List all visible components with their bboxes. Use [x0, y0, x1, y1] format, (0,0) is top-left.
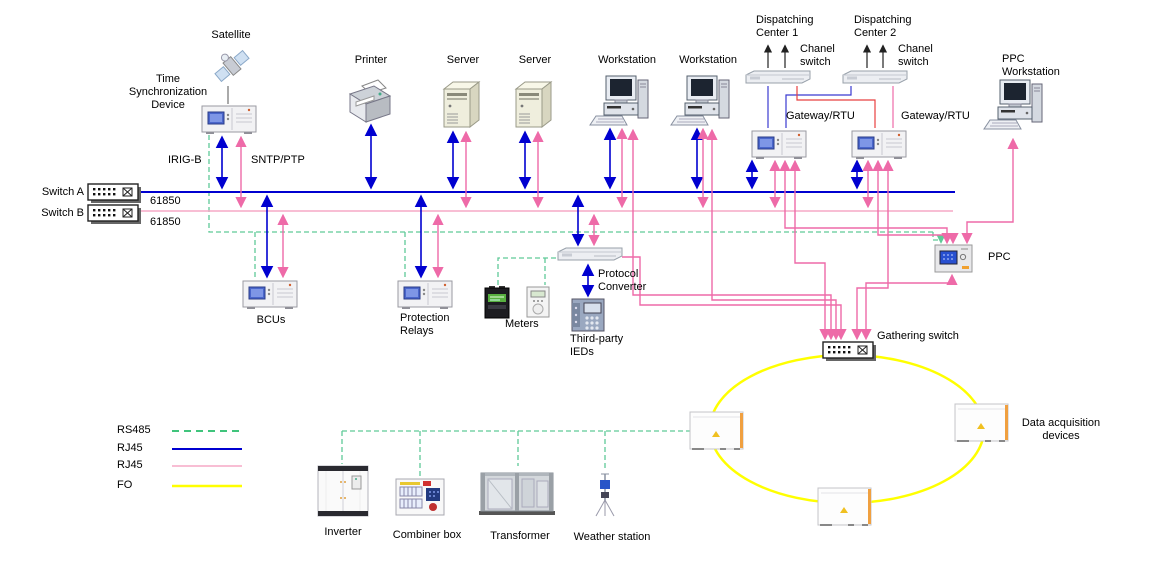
server2-icon: [515, 81, 552, 128]
workstation2-label: Workstation: [679, 54, 737, 66]
protection-relays-icon: [397, 280, 453, 310]
printer-icon: [349, 79, 391, 123]
server1-label: Server: [446, 54, 480, 66]
workstation1-icon: [589, 75, 649, 126]
legend-item-rj45-blue: RJ45: [117, 442, 143, 454]
workstation1-label: Workstation: [598, 54, 656, 66]
data-acquisition-label: Data acquisition devices: [1021, 417, 1101, 442]
rs485-ppc-link: [932, 232, 946, 244]
chanel-switch1-icon: [745, 70, 811, 84]
meter-dark-icon: [484, 285, 510, 319]
combiner-box-icon: [395, 478, 445, 516]
ppc-label: PPC: [988, 251, 1011, 263]
inverter-label: Inverter: [324, 526, 362, 538]
switch-a-label: Switch A: [41, 186, 84, 198]
transformer-label: Transformer: [490, 530, 550, 542]
gw2-ppc-link: [872, 159, 959, 245]
ppc-icon: [934, 244, 973, 273]
switch-a-icon: [87, 183, 142, 204]
switch-b-icon: [87, 204, 142, 225]
satellite-label: Satellite: [211, 29, 251, 41]
bus-a-protocol-label: 61850: [150, 195, 181, 207]
gateway2-label: Gateway/RTU: [901, 110, 970, 122]
dispatching-center1-label: Dispatching Center 1: [756, 14, 814, 39]
ws2-gathering-link: [706, 128, 842, 341]
chanel-switch2-icon: [842, 70, 908, 84]
workstation2-icon: [670, 75, 730, 126]
weather-station-label: Weather station: [573, 531, 651, 543]
channel-links: [767, 86, 894, 128]
third-party-ied-icon: [571, 298, 605, 332]
inverter-icon: [317, 465, 369, 517]
bus-b-protocol-label: 61850: [150, 216, 181, 228]
ppcws-ppc-link: [961, 137, 1019, 245]
data-acq-device-right-icon: [954, 403, 1009, 442]
fo-ring: [708, 353, 986, 505]
gathering-switch-icon: [822, 341, 877, 362]
server1-icon: [443, 81, 480, 128]
protocol-converter-label: Protocol Converter: [598, 268, 647, 293]
data-acq-device-left-icon: [689, 411, 744, 450]
satellite-icon: [208, 42, 252, 85]
ws1-gathering-link: [627, 128, 837, 341]
server2-label: Server: [518, 54, 552, 66]
rs485-main-line: [208, 135, 933, 233]
meter-white-icon: [526, 286, 550, 318]
gateway1-icon: [751, 130, 807, 160]
time-sync-label: Time Synchronization Device: [128, 73, 208, 111]
legend-item-rs485: RS485: [117, 424, 151, 436]
sntp-ptp-label: SNTP/PTP: [251, 154, 305, 166]
gathering-switch-label: Gathering switch: [877, 330, 959, 342]
gw2-gathering-link: [851, 159, 894, 341]
bcus-label: BCUs: [256, 314, 286, 326]
protocol-converter-icon: [557, 247, 623, 261]
meters-label: Meters: [505, 318, 539, 330]
legend-item-rj45-pink: RJ45: [117, 459, 143, 471]
dispatching-arrows: [763, 44, 888, 68]
chanel-switch1-label: Chanel switch: [800, 43, 835, 68]
third-party-ieds-label: Third-party IEDs: [570, 333, 624, 358]
bcus-icon: [242, 280, 298, 310]
legend-item-fo: FO: [117, 479, 133, 491]
data-acq-device-bottom-icon: [817, 487, 872, 526]
ppc-gathering-link: [860, 273, 958, 341]
weather-station-icon: [595, 473, 615, 517]
irig-b-label: IRIG-B: [168, 154, 202, 166]
switch-b-label: Switch B: [41, 207, 84, 219]
switch1-gateway2-link: [796, 86, 876, 128]
chanel-switch2-label: Chanel switch: [898, 43, 933, 68]
ppc-workstation-label: PPC Workstation: [1002, 53, 1060, 78]
converter-gathering-link: [622, 256, 847, 341]
gw1-gathering-link: [789, 159, 831, 341]
transformer-icon: [478, 472, 556, 516]
protection-relays-label: Protection Relays: [400, 312, 450, 337]
combiner-box-label: Combiner box: [392, 529, 462, 541]
printer-label: Printer: [354, 54, 388, 66]
rj45-pink-connectors: [235, 127, 1019, 341]
rs485-meter1-link: [497, 257, 558, 285]
ppc-workstation-icon: [983, 79, 1043, 130]
switch2-gateway1-link: [785, 86, 852, 128]
gw1-ppc-link: [779, 159, 953, 245]
dispatching-center2-label: Dispatching Center 2: [854, 14, 912, 39]
gateway2-icon: [851, 130, 907, 160]
legend-lines: [172, 430, 242, 488]
gateway1-label: Gateway/RTU: [786, 110, 855, 122]
